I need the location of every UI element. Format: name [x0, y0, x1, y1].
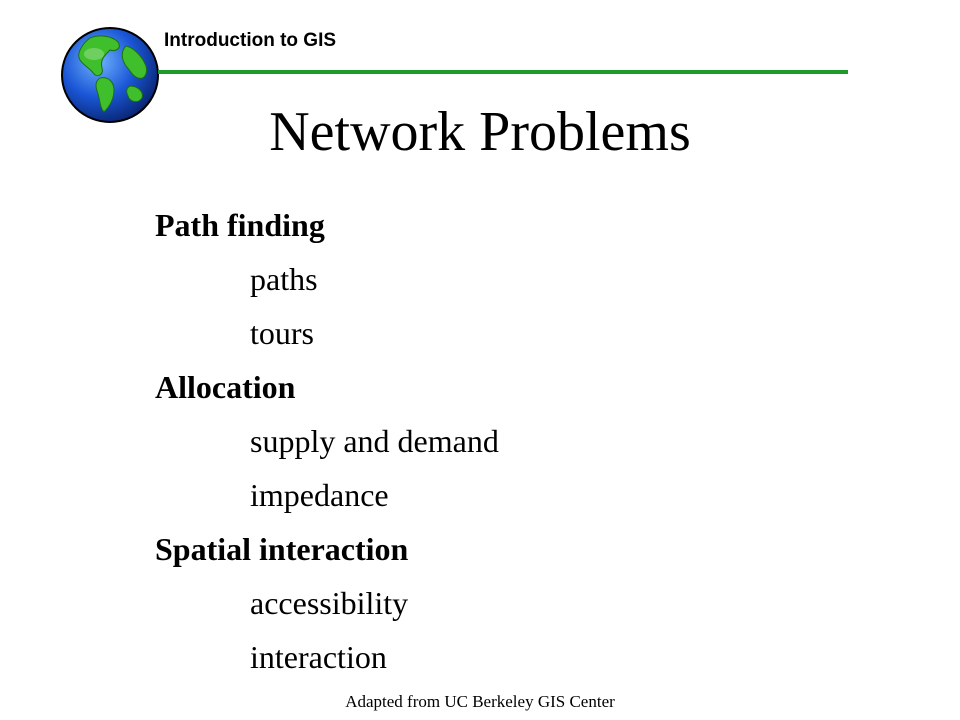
- list-item-supply-and-demand: supply and demand: [250, 423, 499, 459]
- footer-credit: Adapted from UC Berkeley GIS Center: [345, 692, 615, 711]
- section-heading-path-finding: Path finding: [155, 207, 325, 243]
- list-item-paths: paths: [250, 261, 318, 297]
- bullet-list: Path finding paths tours Allocation supp…: [155, 198, 855, 684]
- list-item-accessibility: accessibility: [250, 585, 409, 621]
- slide-title: Network Problems: [269, 101, 691, 163]
- section-heading-spatial-interaction: Spatial interaction: [155, 531, 409, 567]
- section-heading-allocation: Allocation: [155, 369, 296, 405]
- globe-icon: [61, 27, 159, 123]
- header-label: Introduction to GIS: [164, 30, 337, 51]
- header-divider: [158, 70, 848, 74]
- list-item-interaction: interaction: [250, 639, 387, 675]
- list-item-tours: tours: [250, 315, 314, 351]
- list-item-impedance: impedance: [250, 477, 389, 513]
